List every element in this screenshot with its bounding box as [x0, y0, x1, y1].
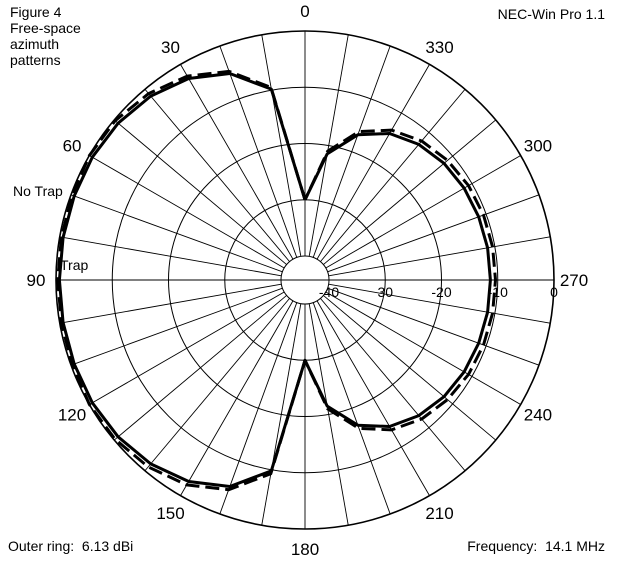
grid-spoke	[316, 64, 430, 260]
radial-tick-label: 0	[550, 284, 558, 300]
grid-spoke	[89, 155, 285, 269]
grid-spoke	[70, 194, 283, 273]
outer-ring-label: Outer ring:	[8, 538, 75, 554]
series-line	[57, 72, 492, 488]
grid-spokes	[59, 31, 551, 529]
angle-label: 120	[58, 406, 86, 425]
grid-spoke	[327, 194, 540, 273]
program-name: NEC-Win Pro 1.1	[497, 6, 605, 22]
figure-title: Figure 4 Free-space azimuth patterns	[10, 4, 81, 68]
series-layer	[56, 69, 497, 492]
grid-spoke	[144, 88, 290, 262]
angle-label: 300	[524, 137, 552, 156]
grid-spoke	[144, 298, 290, 472]
grid-spoke	[325, 291, 521, 405]
grid-spoke	[323, 295, 497, 441]
angle-label: 210	[425, 504, 453, 523]
grid-spoke	[59, 236, 282, 277]
grid-spoke	[261, 34, 302, 257]
grid-spoke	[328, 283, 551, 324]
angle-label: 150	[156, 504, 184, 523]
angle-label: 0	[300, 2, 309, 21]
grid-spoke	[328, 236, 551, 277]
grid-spoke	[219, 302, 298, 515]
grid-spoke	[308, 34, 349, 257]
radial-tick-label: 30	[377, 284, 393, 300]
outer-ring-note: Outer ring: 6.13 dBi	[8, 538, 133, 554]
angle-label: 90	[27, 271, 46, 290]
radial-tick-label: -20	[431, 284, 451, 300]
angle-label: 270	[560, 271, 588, 290]
subtitle-line-3: patterns	[10, 52, 61, 68]
grid-spoke	[320, 88, 466, 262]
radial-tick-label: -40	[319, 284, 339, 300]
grid-spoke	[327, 287, 540, 366]
grid-spoke	[180, 64, 294, 260]
grid-spoke	[316, 300, 430, 496]
grid-spoke	[320, 298, 466, 472]
series-annotation: Trap	[60, 257, 88, 273]
grid-spoke	[219, 45, 298, 258]
grid-spoke	[323, 119, 497, 265]
angle-label: 60	[63, 137, 82, 156]
grid-spoke	[180, 300, 294, 496]
outer-ring-value: 6.13 dBi	[81, 538, 134, 554]
angle-label: 180	[291, 540, 319, 559]
grid-spoke	[325, 155, 521, 269]
series-annotation: No Trap	[13, 183, 63, 199]
angle-label: 240	[524, 406, 552, 425]
frequency-label: Frequency:	[467, 538, 538, 554]
grid-spoke	[261, 303, 302, 526]
frequency-value: 14.1 MHz	[545, 538, 605, 554]
frequency-note: Frequency: 14.1 MHz	[467, 538, 605, 554]
grid-spoke	[113, 119, 287, 265]
grid-spoke	[312, 302, 391, 515]
angle-label: 330	[425, 38, 453, 57]
grid-spoke	[70, 287, 283, 366]
grid-spoke	[113, 295, 287, 441]
figure-label: Figure 4	[10, 4, 62, 20]
subtitle-line-2: azimuth	[10, 36, 60, 52]
grid-spoke	[308, 303, 349, 526]
grid-spoke	[312, 45, 391, 258]
subtitle-line-1: Free-space	[10, 20, 81, 36]
grid-spoke	[59, 283, 282, 324]
angle-label: 30	[161, 38, 180, 57]
grid-spoke	[89, 291, 285, 405]
